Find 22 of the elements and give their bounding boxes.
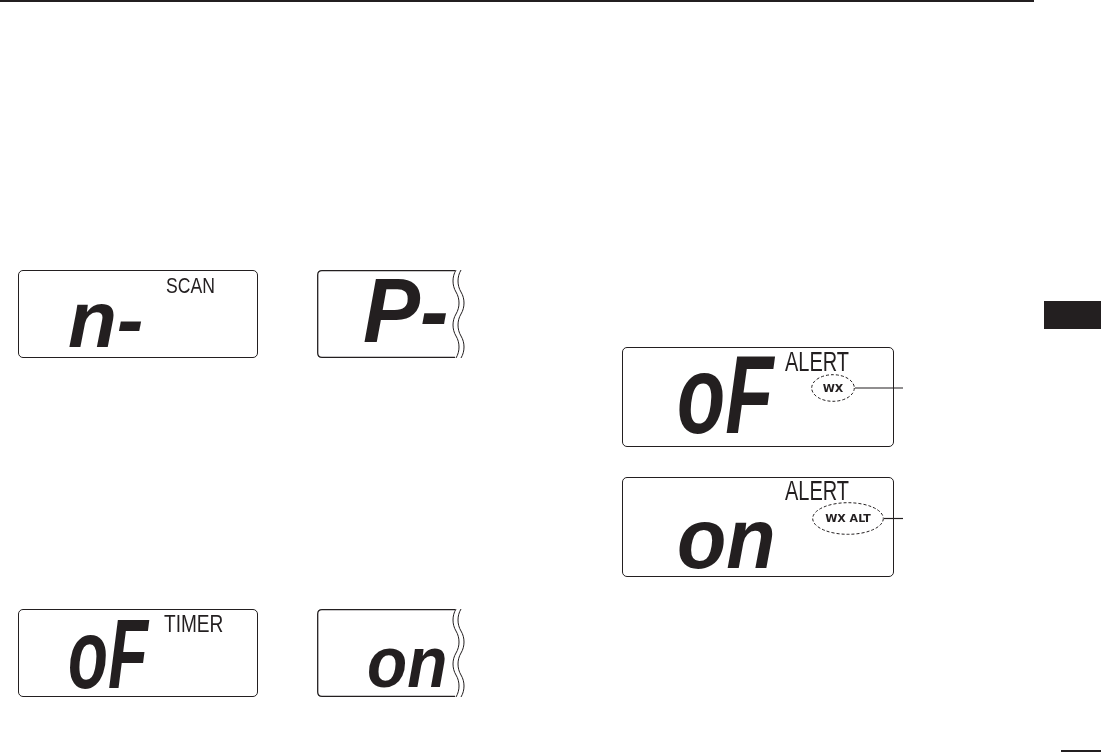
callout-ellipse xyxy=(812,502,884,535)
indicator-label: WX ALT xyxy=(825,513,871,524)
leader-line xyxy=(854,387,904,389)
lcd-display xyxy=(18,609,258,697)
callout-ellipse xyxy=(811,374,855,402)
lcd-readout: oF xyxy=(677,354,774,438)
lcd-readout: oF xyxy=(68,617,148,692)
leader-line xyxy=(883,517,904,520)
lcd-indicator: TIMER xyxy=(164,616,224,634)
lcd-readout: n- xyxy=(68,290,144,350)
indicator-label: WX xyxy=(822,382,844,394)
lcd-readout: on xyxy=(677,507,776,571)
lcd-display xyxy=(622,347,894,447)
lcd-display xyxy=(317,270,465,358)
lcd-readout: P- xyxy=(363,278,449,346)
lcd-display xyxy=(622,477,894,577)
lcd-indicator: SCAN xyxy=(166,278,215,295)
lcd-display xyxy=(317,609,465,697)
lcd-indicator: ALERT xyxy=(785,481,850,502)
lcd-readout: on xyxy=(367,635,448,690)
lcd-indicator: ALERT xyxy=(785,352,850,373)
lcd-display xyxy=(18,270,258,358)
